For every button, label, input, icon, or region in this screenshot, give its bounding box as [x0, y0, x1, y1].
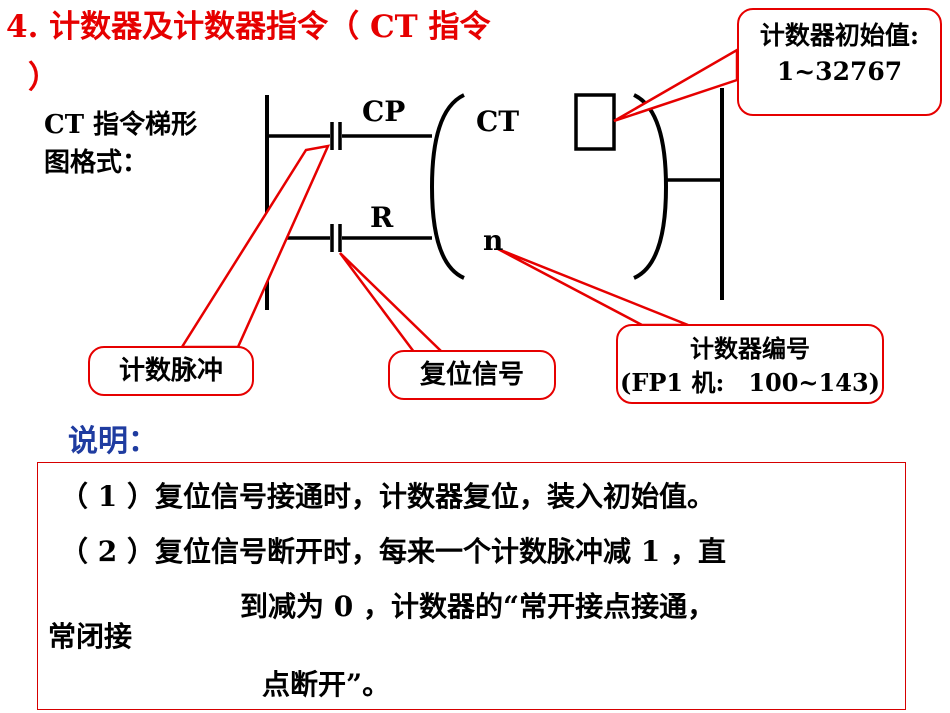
count-pulse-callout-pointer: [179, 144, 331, 349]
format-label: CT 指令梯形 图格式：: [44, 106, 197, 182]
counter-number-callout-line-1: 计数器编号: [690, 334, 810, 363]
note-line-3: 到减为 0 ，计数器的“常开接点接通，: [240, 590, 716, 623]
ct-label: CT: [476, 105, 520, 138]
note-line-4: 点断开”。: [262, 668, 391, 701]
notes-title: 说明：: [68, 424, 158, 459]
counter-number-callout: 计数器编号 (FP1 机: 100~143): [616, 324, 884, 404]
n-label: n: [483, 224, 504, 257]
preset-callout-line-2: 1~32767: [776, 57, 903, 86]
preset-callout-line-1: 计数器初始值:: [759, 21, 920, 50]
cp-label: CP: [362, 95, 406, 128]
counter-number-callout-pointer: [497, 247, 689, 327]
preset-callout-pointer: [613, 47, 739, 123]
note-line-2: （ 2 ）复位信号断开时，每来一个计数脉冲减 1 ，直: [60, 535, 726, 568]
r-label: R: [370, 201, 394, 234]
format-label-line-1: CT 指令梯形: [44, 110, 198, 140]
ladder-diagram: [179, 47, 739, 354]
preset-value-box: [574, 93, 616, 151]
counter-number-callout-line-2: (FP1 机: 100~143): [619, 368, 880, 397]
slide-title-continuation: ）: [28, 60, 59, 96]
count-pulse-callout: 计数脉冲: [88, 346, 254, 396]
ct-box-left-bracket: [429, 93, 465, 280]
preset-callout: 计数器初始值: 1~32767: [737, 8, 942, 116]
format-label-line-2: 图格式：: [44, 148, 149, 178]
note-line-3-wrap: 常闭接: [48, 620, 133, 653]
reset-signal-callout-pointer: [338, 252, 446, 354]
ct-box-right-bracket: [633, 93, 669, 280]
note-line-1: （ 1 ）复位信号接通时，计数器复位，装入初始值。: [60, 480, 715, 513]
reset-signal-callout: 复位信号: [388, 350, 556, 400]
notes-box: [37, 462, 906, 710]
slide-title: 4. 计数器及计数器指令（ CT 指令: [6, 9, 491, 45]
